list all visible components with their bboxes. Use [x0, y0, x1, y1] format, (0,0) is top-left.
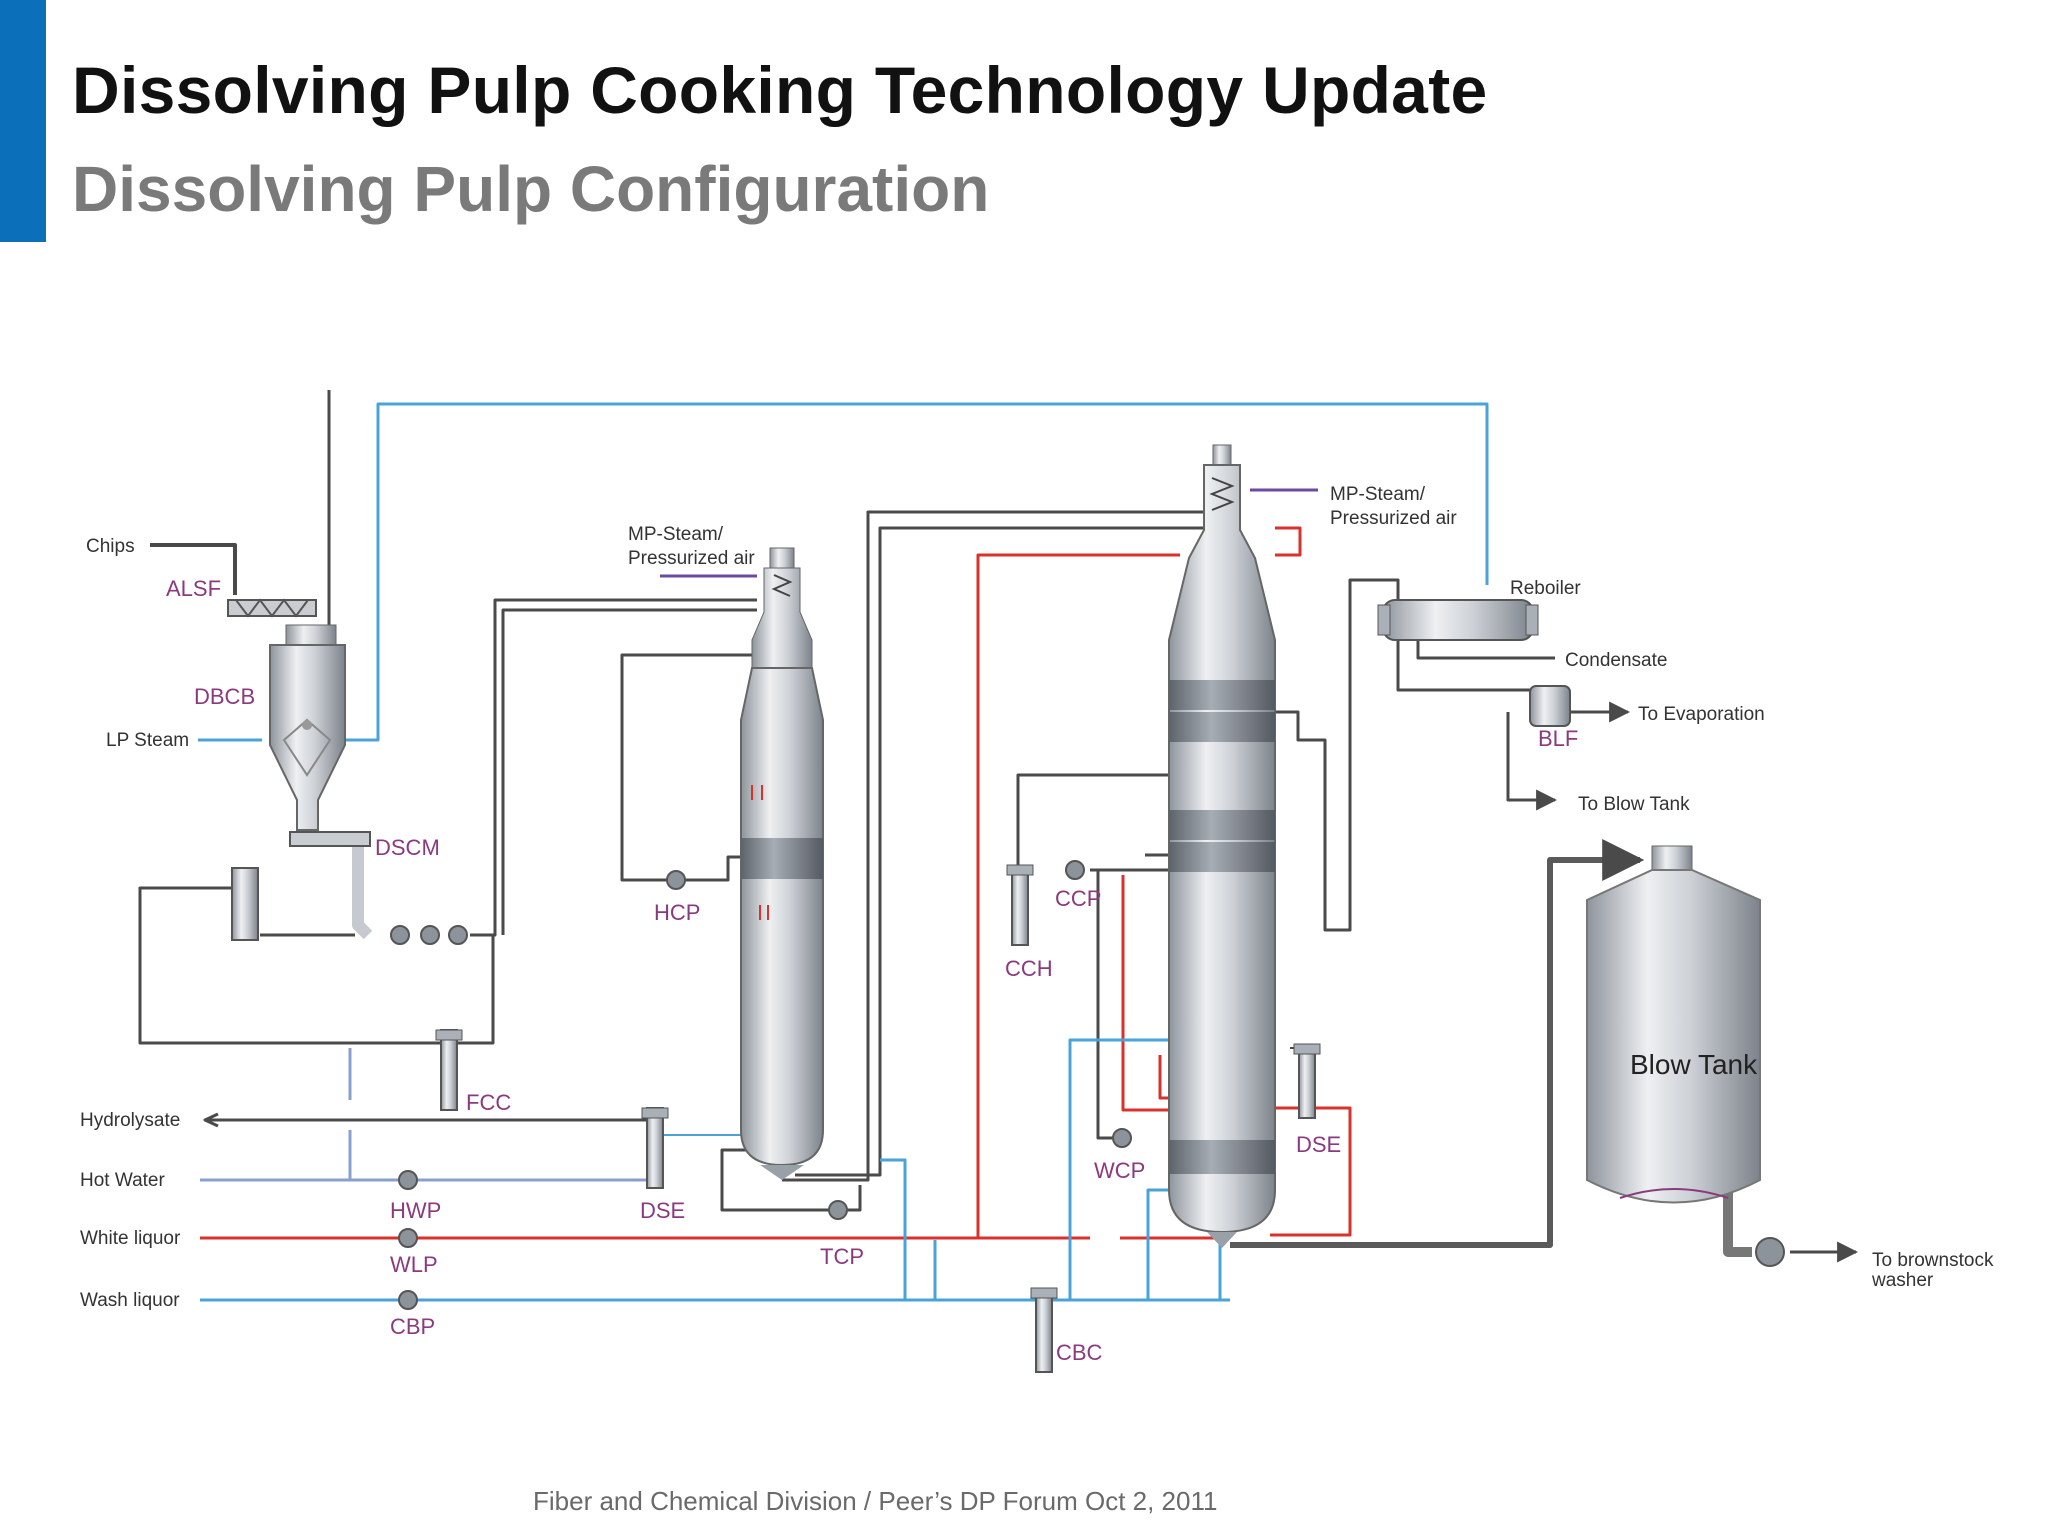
- reboiler-exchanger: [1377, 599, 1539, 641]
- left-tank: [231, 867, 259, 941]
- condensate-label: Condensate: [1565, 650, 1667, 671]
- feed-to-digester-1: [470, 598, 757, 937]
- red-inner-2: [1158, 1055, 1170, 1100]
- digester-2: [1168, 444, 1276, 1248]
- mp-steam-2-label-line1: MP-Steam/: [1330, 484, 1426, 505]
- wash-liquor-label: Wash liquor: [80, 1290, 180, 1311]
- cbp-tag: CBP: [390, 1314, 435, 1339]
- reboiler-label: Reboiler: [1510, 578, 1581, 599]
- wcp-tag: WCP: [1094, 1158, 1145, 1183]
- blf-to-blowtank-line: [1506, 712, 1558, 811]
- dse-1-tag: DSE: [640, 1198, 685, 1223]
- dse-2-unit: [1293, 1043, 1321, 1119]
- circulation-line: [1270, 578, 1400, 932]
- white-liquor-label: White liquor: [80, 1228, 181, 1249]
- chips-label: Chips: [86, 536, 135, 557]
- hcp-loop: [620, 653, 780, 882]
- stream-labels: Chips LP Steam Hydrolysate Hot Water Whi…: [80, 484, 1994, 1311]
- equipment-tags: ALSF DBCB DSCM FCC HWP WLP CBP HCP DSE T…: [166, 576, 1578, 1365]
- dscm-tag: DSCM: [375, 835, 440, 860]
- wcp-pump: [1112, 1128, 1132, 1148]
- ccp-tag: CCP: [1055, 886, 1101, 911]
- ccp-pump: [1065, 860, 1085, 880]
- mp-steam-2-label-line2: Pressurized air: [1330, 508, 1457, 529]
- blow-line: [1230, 839, 1645, 1248]
- white-liquor-riser: [976, 553, 1180, 1238]
- blf-flash-tank: [1529, 685, 1571, 727]
- hcp-tag: HCP: [654, 900, 700, 925]
- to-brownstock-label-line2: washer: [1871, 1270, 1934, 1291]
- to-blow-tank-label: To Blow Tank: [1578, 794, 1690, 815]
- pumps: [398, 860, 1132, 1310]
- wash-branch-1: [880, 1158, 907, 1300]
- to-evaporation-label: To Evaporation: [1638, 704, 1765, 725]
- dbcb-bin: [269, 624, 346, 831]
- digester-1: [740, 547, 824, 1180]
- blow-tank-vessel: [1586, 845, 1785, 1267]
- hcp-pump: [666, 870, 686, 890]
- red-inner: [1121, 875, 1170, 1112]
- chips-line: [150, 543, 237, 595]
- dscm-chute: [352, 845, 373, 940]
- white-liquor-top: [1275, 526, 1302, 557]
- tcp-tag: TCP: [820, 1244, 864, 1269]
- dse2-red: [1270, 1106, 1352, 1237]
- cbc-cooler: [1030, 1287, 1058, 1373]
- tcp-pump: [828, 1200, 848, 1220]
- feed-to-digester-1b: [501, 608, 757, 935]
- dscm-conveyor: [289, 831, 371, 847]
- hwp-tag: HWP: [390, 1198, 441, 1223]
- fcc-cyclone: [435, 1029, 463, 1111]
- feeder-pumps: [390, 925, 468, 945]
- cch-tag: CCH: [1005, 956, 1053, 981]
- blow-tank-label: Blow Tank: [1630, 1049, 1758, 1080]
- left-loop: [138, 886, 495, 1045]
- hwp-pump: [398, 1170, 418, 1190]
- mp-steam-1-label-line2: Pressurized air: [628, 548, 755, 569]
- dse-2-tag: DSE: [1296, 1132, 1341, 1157]
- hot-water-label: Hot Water: [80, 1170, 165, 1191]
- ccp-down: [1096, 870, 1115, 1140]
- steam-line: [330, 402, 1489, 742]
- blow-tank-pump: [1755, 1237, 1785, 1267]
- cbp-pump: [398, 1290, 418, 1310]
- accent-bar: [0, 0, 46, 242]
- slide-title: Dissolving Pulp Cooking Technology Updat…: [72, 53, 1488, 127]
- piping: [138, 390, 1859, 1302]
- blow-tank-outlet: [1723, 1190, 1752, 1257]
- tcp-loop: [720, 1148, 862, 1212]
- lp-steam-label: LP Steam: [106, 730, 189, 751]
- mp-steam-1-label-line1: MP-Steam/: [628, 524, 724, 545]
- fcc-tag: FCC: [466, 1090, 511, 1115]
- cch-heater: [1006, 864, 1034, 946]
- wlp-tag: WLP: [390, 1252, 438, 1277]
- dbcb-tag: DBCB: [194, 684, 255, 709]
- dse-1-unit: [641, 1107, 669, 1189]
- cbc-tag: CBC: [1056, 1340, 1103, 1365]
- alsf-conveyor: [227, 598, 317, 618]
- transfer-line-b: [795, 526, 1215, 1177]
- to-brownstock-label-line1: To brownstock: [1872, 1250, 1994, 1271]
- reboiler-condensate: [1416, 640, 1555, 660]
- blf-tag: BLF: [1538, 726, 1578, 751]
- alsf-tag: ALSF: [166, 576, 221, 601]
- transfer-line: [782, 510, 1215, 1182]
- hydrolysate-label: Hydrolysate: [80, 1110, 180, 1131]
- slide-subtitle: Dissolving Pulp Configuration: [72, 153, 990, 225]
- wlp-pump: [398, 1228, 418, 1248]
- hydrolysate-arrow: [203, 1112, 219, 1128]
- slide-footer: Fiber and Chemical Division / Peer’s DP …: [533, 1486, 1218, 1516]
